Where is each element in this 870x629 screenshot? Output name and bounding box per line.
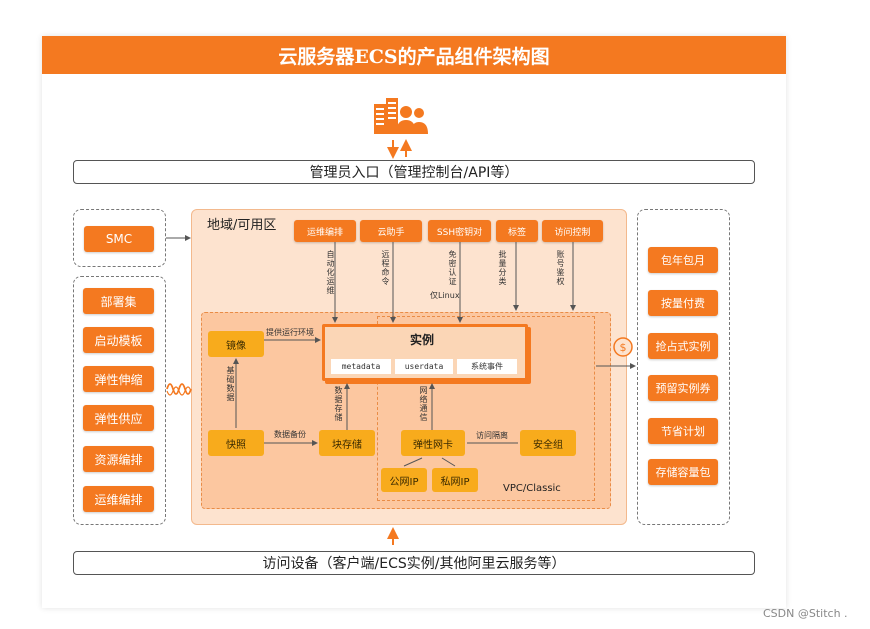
access-devices-bar: 访问设备（客户端/ECS实例/其他阿里云服务等）: [73, 551, 755, 575]
system-events-chip: 系统事件: [457, 359, 517, 374]
block-storage-box: 块存储: [319, 430, 375, 456]
left-item: 部署集: [83, 288, 154, 314]
link-linux-only: 仅Linux: [430, 291, 460, 300]
storage-link-label: 数据存储: [334, 386, 343, 422]
eni-link-label: 网络通信: [419, 386, 428, 422]
vpc-label: VPC/Classic: [503, 483, 561, 494]
wave-icon: [166, 383, 192, 396]
link-passwordless: 免密认证: [448, 250, 457, 286]
smc-box: SMC: [84, 226, 154, 252]
admin-entry-bar: 管理员入口（管理控制台/API等）: [73, 160, 755, 184]
left-item: 启动模板: [83, 327, 154, 353]
image-box: 镜像: [208, 331, 264, 357]
service-ssh-keypair: SSH密钥对: [428, 220, 491, 242]
snapshot-link-label: 数据备份: [274, 430, 306, 439]
billing-item: 预留实例券: [648, 375, 718, 401]
left-item: 弹性伸缩: [83, 366, 154, 392]
image-snapshot-label: 基础数据: [226, 366, 235, 402]
left-item: 弹性供应: [83, 405, 154, 431]
billing-item: 包年包月: [648, 247, 718, 273]
dollar-icon: $: [613, 337, 633, 357]
billing-item: 按量付费: [648, 290, 718, 316]
service-access-control: 访问控制: [542, 220, 603, 242]
vpc-area: [377, 316, 595, 501]
billing-item: 节省计划: [648, 418, 718, 444]
public-ip-box: 公网IP: [381, 468, 427, 492]
security-group-box: 安全组: [520, 430, 576, 456]
service-tag: 标签: [496, 220, 538, 242]
left-tools-panel: [73, 276, 166, 525]
admin-building-icon: [374, 98, 428, 134]
region-label: 地域/可用区: [207, 218, 277, 233]
link-account-auth: 账号鉴权: [556, 250, 565, 286]
image-link-label: 提供运行环境: [266, 328, 314, 337]
left-item: 运维编排: [83, 486, 154, 512]
instance-title: 实例: [410, 333, 435, 347]
billing-item: 抢占式实例: [648, 333, 718, 359]
service-ops: 运维编排: [294, 220, 356, 242]
sg-link-label: 访问隔离: [476, 431, 508, 440]
left-item: 资源编排: [83, 446, 154, 472]
private-ip-box: 私网IP: [432, 468, 478, 492]
metadata-chip: metadata: [331, 359, 391, 374]
snapshot-box: 快照: [208, 430, 264, 456]
link-auto-ops: 自动化运维: [326, 250, 335, 295]
billing-item: 存储容量包: [648, 459, 718, 485]
service-cloud-assistant: 云助手: [360, 220, 422, 242]
link-batch-class: 批量分类: [498, 250, 507, 286]
watermark: CSDN @Stitch .: [763, 607, 848, 620]
userdata-chip: userdata: [395, 359, 453, 374]
svg-text:$: $: [620, 341, 627, 354]
diagram-title: 云服务器ECS的产品组件架构图: [42, 36, 786, 74]
eni-box: 弹性网卡: [401, 430, 465, 456]
link-remote-cmd: 远程命令: [381, 250, 390, 286]
